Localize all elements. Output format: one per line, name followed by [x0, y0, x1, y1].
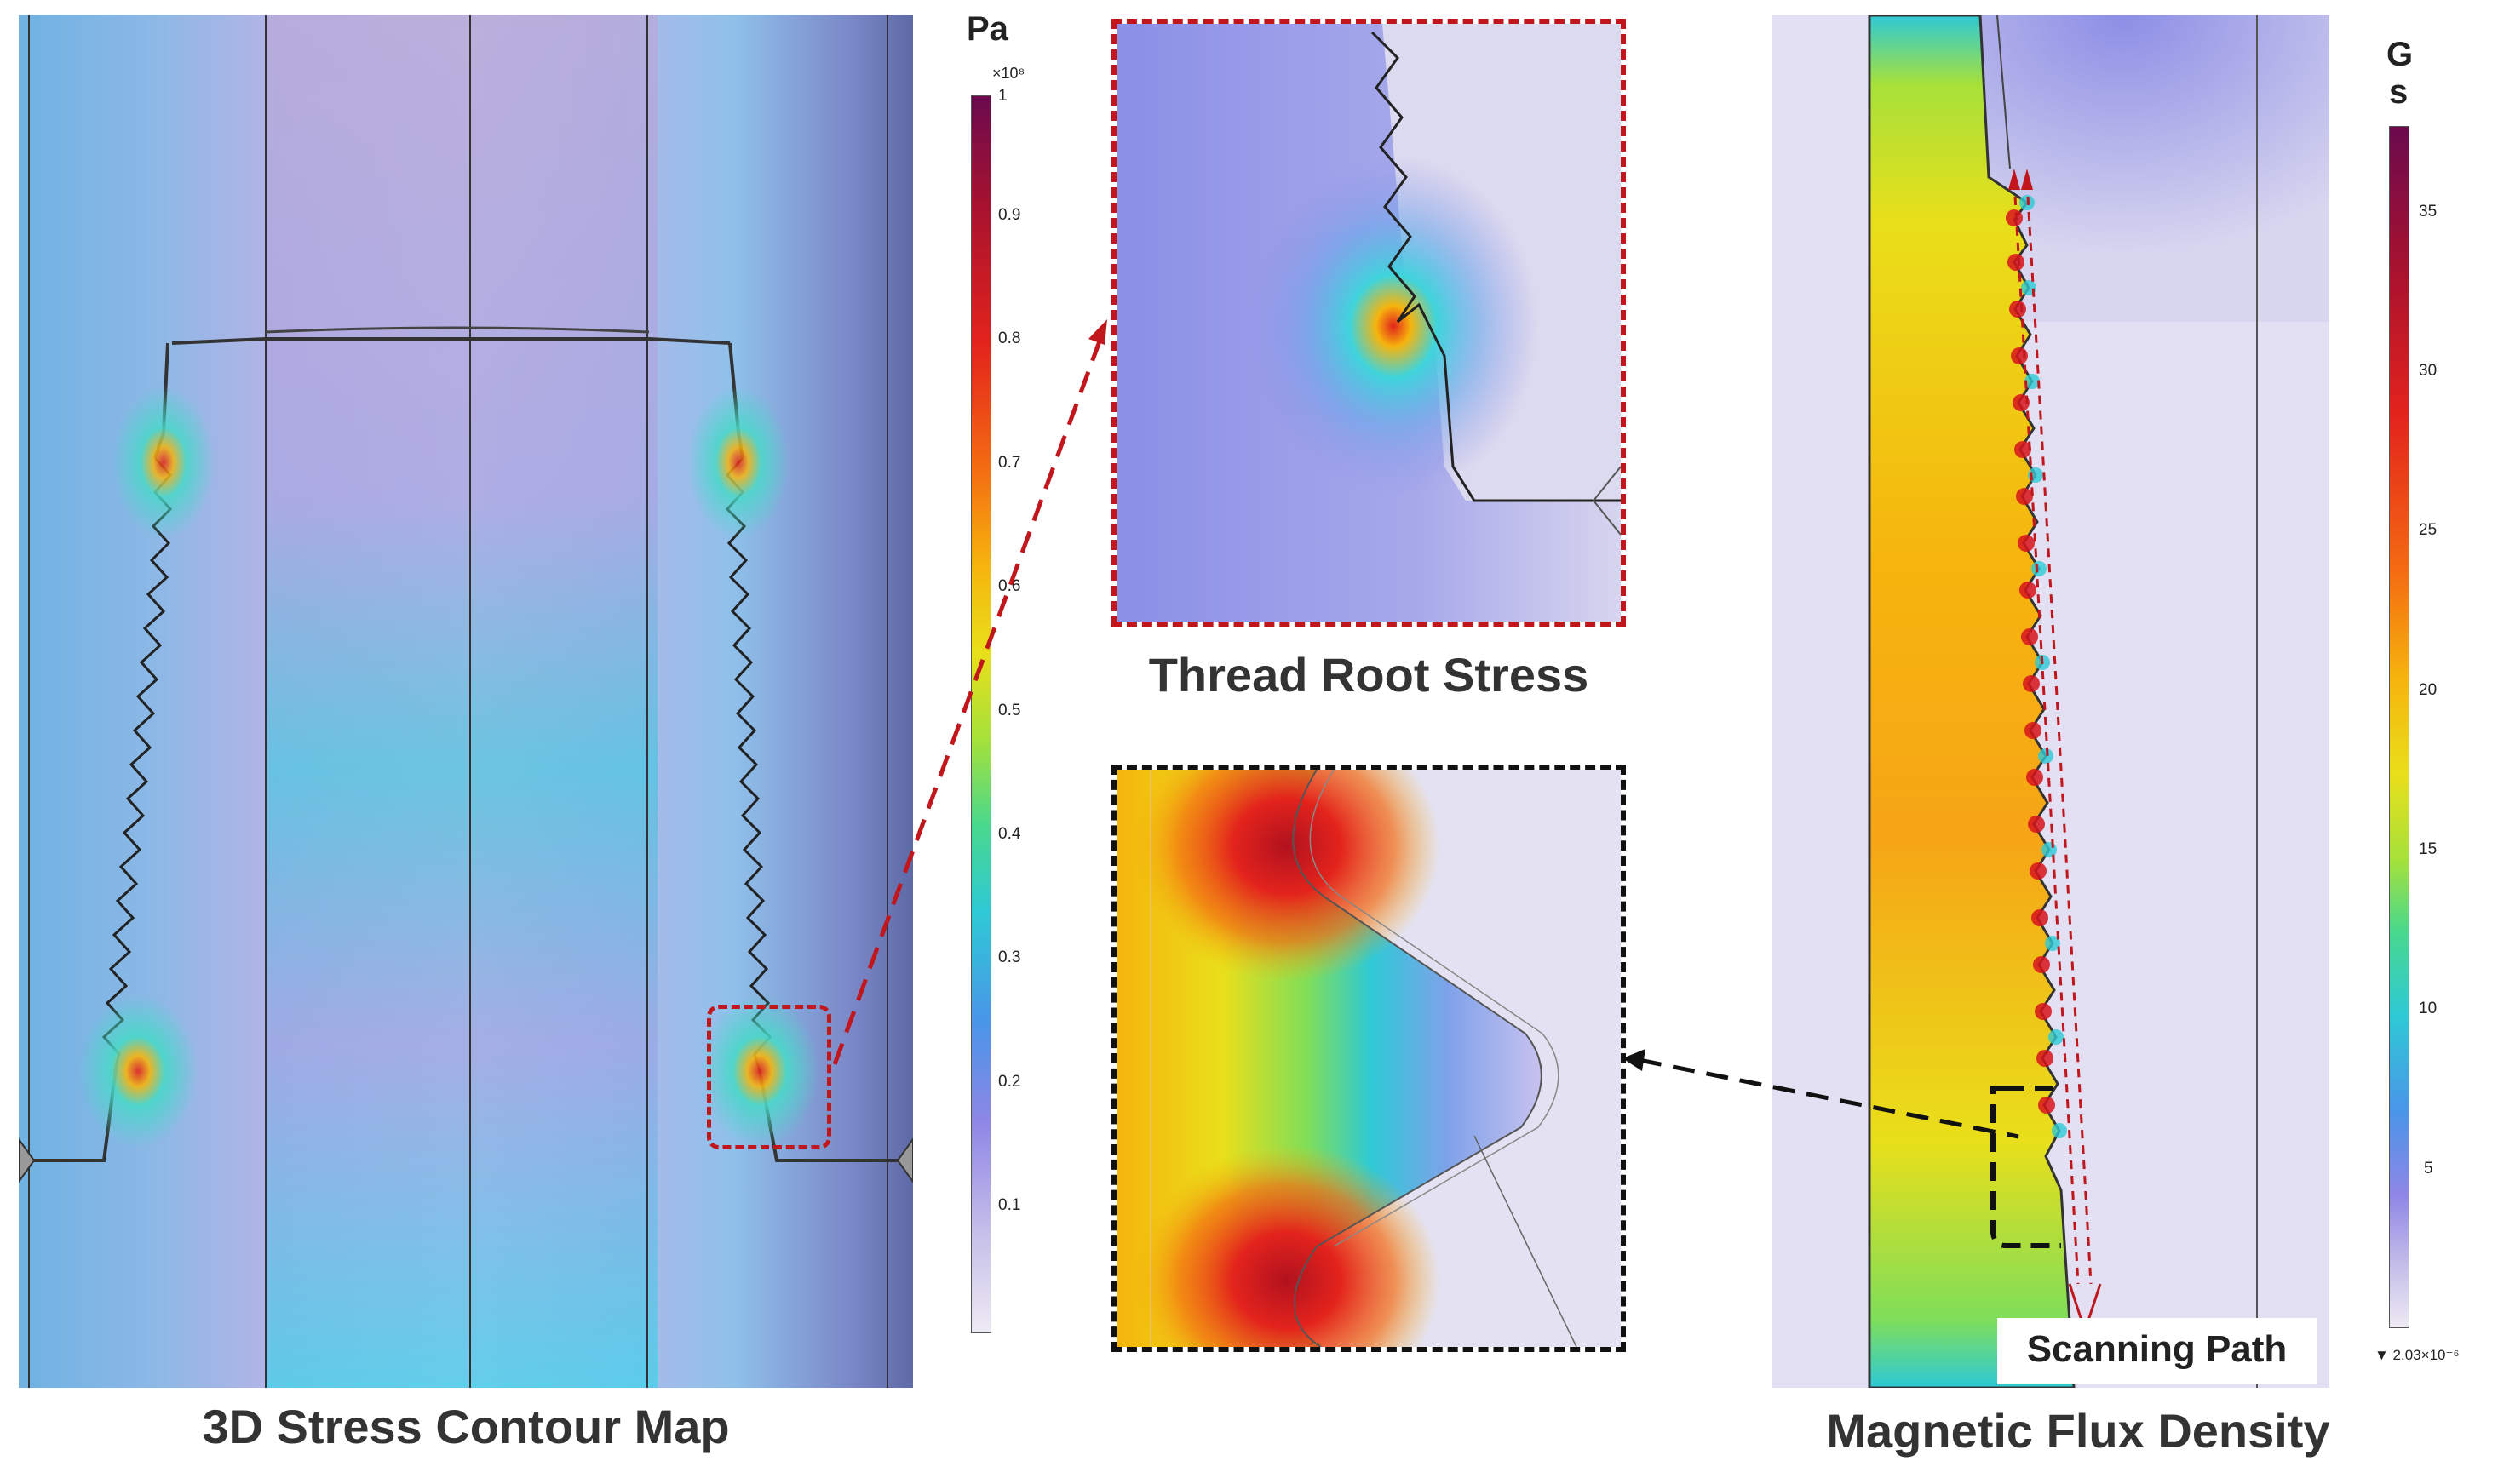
flux-min-label: ▼ 2.03×10⁻⁶ — [2375, 1347, 2460, 1363]
caption-thread-root: Thread Root Stress — [1148, 648, 1589, 702]
stress-tick: 0.1 — [998, 1196, 1021, 1214]
flux-tick: 35 — [2419, 203, 2438, 221]
caption-magnetic: Magnetic Flux Density — [1826, 1404, 2330, 1458]
flux-tick: 5 — [2424, 1160, 2433, 1177]
scanning-path-label: Scanning Path — [2026, 1328, 2288, 1370]
scanning-path-label-box — [1997, 1318, 2317, 1384]
flux-unit-g: G — [2386, 36, 2414, 73]
stress-unit-label: Pa — [967, 10, 1008, 48]
thread-root-zoom-panel — [1111, 19, 1626, 627]
flux-tick: 15 — [2419, 840, 2438, 858]
stress-tick: 0.9 — [998, 206, 1021, 224]
stress-colorbar — [971, 95, 991, 1333]
stress-tick: 0.6 — [998, 577, 1021, 595]
magnetic-flux-panel — [1772, 15, 2329, 1388]
caption-stress-map: 3D Stress Contour Map — [202, 1400, 730, 1453]
stress-tick: 1 — [998, 87, 1008, 105]
flux-tick: 20 — [2419, 681, 2438, 699]
flux-tick: 25 — [2419, 521, 2438, 539]
flux-tick: 10 — [2419, 1000, 2438, 1017]
magnetic-zoom-panel — [1111, 765, 1626, 1352]
flux-colorbar — [2389, 126, 2409, 1328]
zoom-box-red-small — [707, 1005, 831, 1149]
stress-tick: 0.5 — [998, 702, 1021, 719]
stress-exponent-label: ×10⁸ — [992, 65, 1025, 82]
stress-tick: 0.4 — [998, 825, 1021, 843]
stress-contour-panel — [19, 15, 913, 1388]
stress-tick: 0.3 — [998, 948, 1021, 966]
stress-tick: 0.2 — [998, 1073, 1021, 1091]
flux-tick: 30 — [2419, 362, 2438, 380]
stress-tick: 0.7 — [998, 454, 1021, 472]
stress-tick: 0.8 — [998, 329, 1021, 347]
flux-unit-s: s — [2389, 73, 2409, 111]
